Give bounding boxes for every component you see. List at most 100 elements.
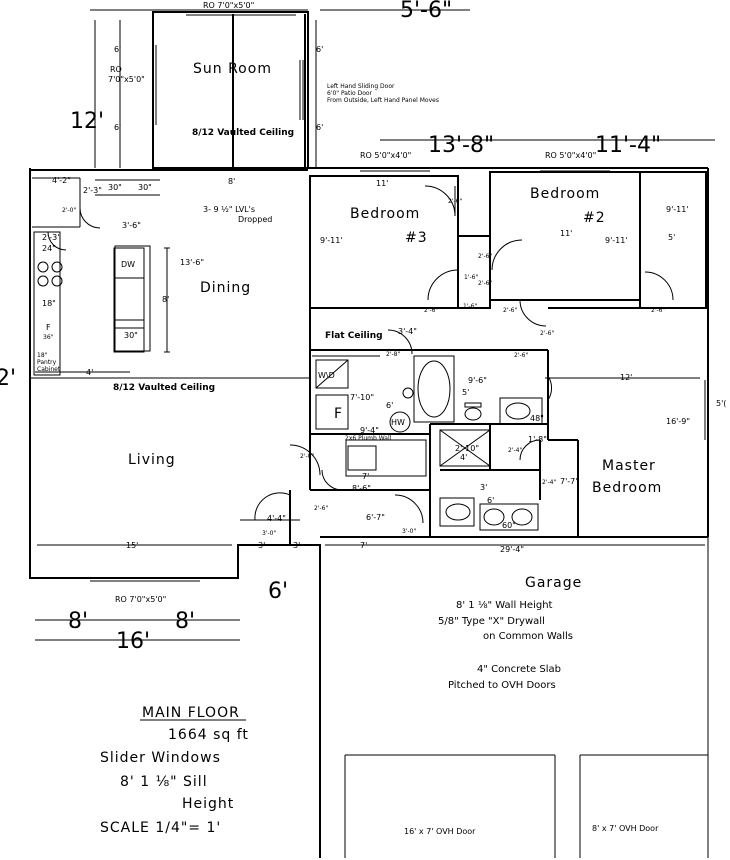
- dim-24: 24": [42, 244, 56, 253]
- room-bedroom3-number: #3: [405, 230, 428, 246]
- garage-note-slab: 4" Concrete Slab: [477, 664, 561, 675]
- dim-2-6-g: 2'-6": [540, 330, 554, 337]
- stove-icon: [37, 261, 63, 287]
- dim-7: 7': [362, 472, 369, 481]
- dim-6-b: 6': [114, 123, 121, 132]
- dim-3-0-a: 3'-0": [402, 528, 416, 535]
- dim-2-6-e: 2'-6": [503, 307, 517, 314]
- garage-note-wall-height: 8' 1 ⅛" Wall Height: [456, 600, 553, 611]
- dim-11-b: 11': [560, 229, 572, 238]
- room-sun-room: Sun Room: [193, 61, 272, 77]
- dim-3-4: 3'-4": [398, 327, 417, 336]
- dim-5: 5': [668, 233, 675, 242]
- legend-title: MAIN FLOOR: [142, 705, 240, 721]
- dim-2-left: 2': [0, 366, 16, 391]
- dim-16: 16': [116, 629, 150, 654]
- dim-2-4-c: 2'-4": [508, 447, 522, 454]
- slider-note-1: Left Hand Sliding Door: [327, 83, 395, 90]
- dim-6-a: 6': [114, 45, 121, 54]
- door-swings: [47, 185, 674, 524]
- dim-7-10: 7'-10": [350, 393, 374, 402]
- dim-12-b: 12': [620, 373, 632, 382]
- dim-3: 3': [480, 483, 487, 492]
- room-master-name: Master: [602, 458, 656, 474]
- dim-3-a: 3': [258, 541, 265, 550]
- legend-scale: SCALE 1/4"= 1': [100, 820, 221, 836]
- legend-height: Height: [182, 796, 234, 812]
- garage-note-common-walls: on Common Walls: [483, 631, 573, 642]
- dim-8-6: 8'-6": [352, 484, 371, 493]
- dim-2-6-a: 2'-6": [448, 198, 462, 205]
- garage-door-right: 8' x 7' OVH Door: [592, 824, 659, 833]
- dim-2-0-a: 2'-0": [62, 207, 76, 214]
- dim-9-11-b: 9'-11': [605, 236, 628, 245]
- slider-note-3: From Outside, Left Hand Panel Moves: [327, 97, 439, 104]
- dim-4-b: 4': [460, 453, 467, 462]
- dim-18: 18": [42, 299, 56, 308]
- dim-8: 8': [228, 177, 235, 186]
- dim-8-right: 8': [175, 609, 195, 634]
- label-water-heater: HW: [391, 418, 405, 427]
- label-furnace: F: [334, 406, 343, 422]
- dim-2-8: 2'-8": [386, 351, 400, 358]
- dim-29-4: 29'-4": [500, 545, 524, 554]
- window-sun-left-2: 7'0"x5'0": [108, 75, 145, 84]
- dim-5-6: 5'-6": [400, 0, 452, 23]
- window-bedroom3: RO 5'0"x4'0": [360, 151, 411, 160]
- dim-30-c: 30": [124, 331, 138, 340]
- room-garage: Garage: [525, 575, 582, 591]
- label-fridge: F: [46, 323, 51, 332]
- garage-note-pitched: Pitched to OVH Doors: [448, 680, 556, 691]
- dim-15: 15': [126, 541, 138, 550]
- dim-2-4: 2'-4": [542, 479, 556, 486]
- label-vaulted-living: 8/12 Vaulted Ceiling: [113, 383, 215, 393]
- dim-7-b: 7': [360, 541, 367, 550]
- dim-6-e: 6': [487, 496, 494, 505]
- dim-2-6-h: 2'-6": [514, 352, 528, 359]
- label-pantry-3: Cabinet: [37, 366, 61, 373]
- dim-3-b: 3': [293, 541, 300, 550]
- windows: [90, 11, 709, 582]
- slider-note-2: 6'0" Patio Door: [327, 90, 373, 97]
- room-bedroom3-name: Bedroom: [350, 206, 420, 222]
- dim-4-2: 4'-2": [52, 176, 71, 185]
- label-vaulted-sun: 8/12 Vaulted Ceiling: [192, 128, 294, 138]
- dim-12: 12': [70, 109, 104, 134]
- label-flat-ceiling: Flat Ceiling: [325, 331, 383, 341]
- dim-2-6-c: 2'-6": [478, 280, 492, 287]
- dim-1-6-b: 1'-6": [464, 274, 478, 281]
- dim-9-11-a: 9'-11': [320, 236, 343, 245]
- dim-4-4: 4'-4": [267, 514, 286, 523]
- dim-2-10: 2'-10": [455, 444, 479, 453]
- label-lvl-1: 3- 9 ½" LVL's: [203, 205, 255, 214]
- label-lvl-2: Dropped: [238, 215, 272, 224]
- dim-4: 4': [86, 368, 93, 377]
- dim-9-11-c: 9'-11': [666, 205, 689, 214]
- dim-7-7: 7'-7": [560, 477, 579, 486]
- dim-13-8: 13'-8": [428, 133, 494, 158]
- window-sun-left-1: RO: [110, 65, 122, 74]
- dim-30-b: 30": [138, 183, 152, 192]
- dim-6-7: 6'-7": [366, 513, 385, 522]
- dim-9-6: 9'-6": [468, 376, 487, 385]
- dim-3-6: 3'-6": [122, 221, 141, 230]
- label-pantry-2: Pantry: [37, 359, 57, 366]
- room-master-bedroom: Bedroom: [592, 480, 662, 496]
- room-bedroom2-name: Bedroom: [530, 186, 600, 202]
- dim-60: 60": [502, 521, 516, 530]
- window-bedroom2: RO 5'0"x4'0": [545, 151, 596, 160]
- dim-3-0-b: 3'-0": [262, 530, 276, 537]
- dim-1-6-a: 1'-6": [463, 303, 477, 310]
- dim-2-3-b: 2'-3": [42, 233, 61, 242]
- dim-2-0-b: 2'-0": [300, 453, 314, 460]
- dim-30-a: 30": [108, 183, 122, 192]
- dim-11-4: 11'-4": [595, 133, 661, 158]
- dim-5-right: 5'(: [716, 399, 726, 408]
- dim-6-f: 6': [386, 401, 393, 410]
- label-dishwasher: DW: [121, 260, 135, 269]
- dim-9-4: 9'-4": [360, 426, 379, 435]
- dim-8-left: 8': [68, 609, 88, 634]
- legend-area: 1664 sq ft: [168, 727, 249, 743]
- dim-13-6: 13'-6": [180, 258, 204, 267]
